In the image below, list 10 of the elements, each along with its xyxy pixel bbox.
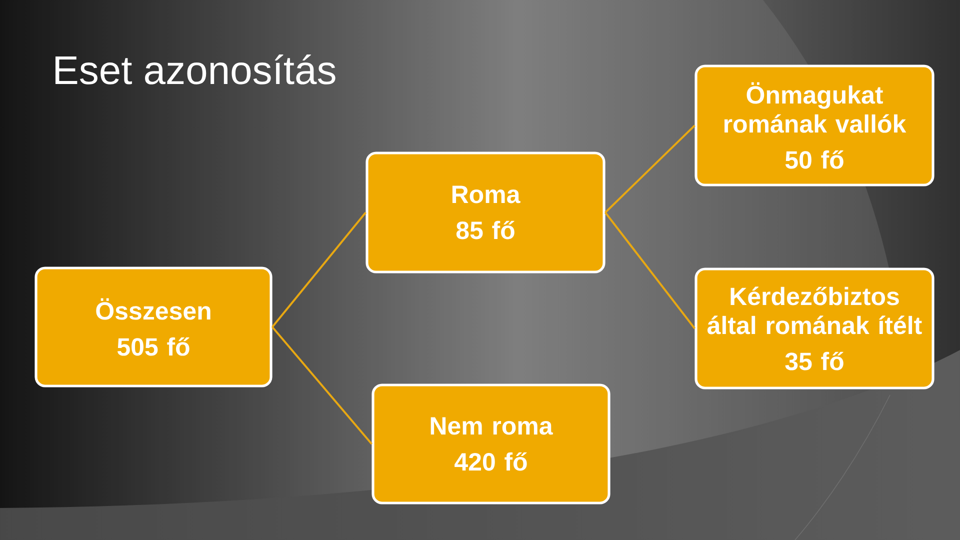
connector-line <box>272 326 372 445</box>
category-box: Kérdezőbiztos által romának ítélt 35 fő <box>694 268 934 390</box>
category-box: Nem roma 420 fő <box>372 384 610 504</box>
category-box: Önmagukat romának vallók 50 fő <box>694 64 934 186</box>
category-box: Összesen 505 fő <box>34 266 272 388</box>
connector-line <box>604 124 696 214</box>
category-box: Roma 85 fő <box>366 152 606 274</box>
connector-line <box>272 212 366 328</box>
connector-line <box>604 212 696 330</box>
slide-title: Eset azonosítás <box>56 54 336 84</box>
